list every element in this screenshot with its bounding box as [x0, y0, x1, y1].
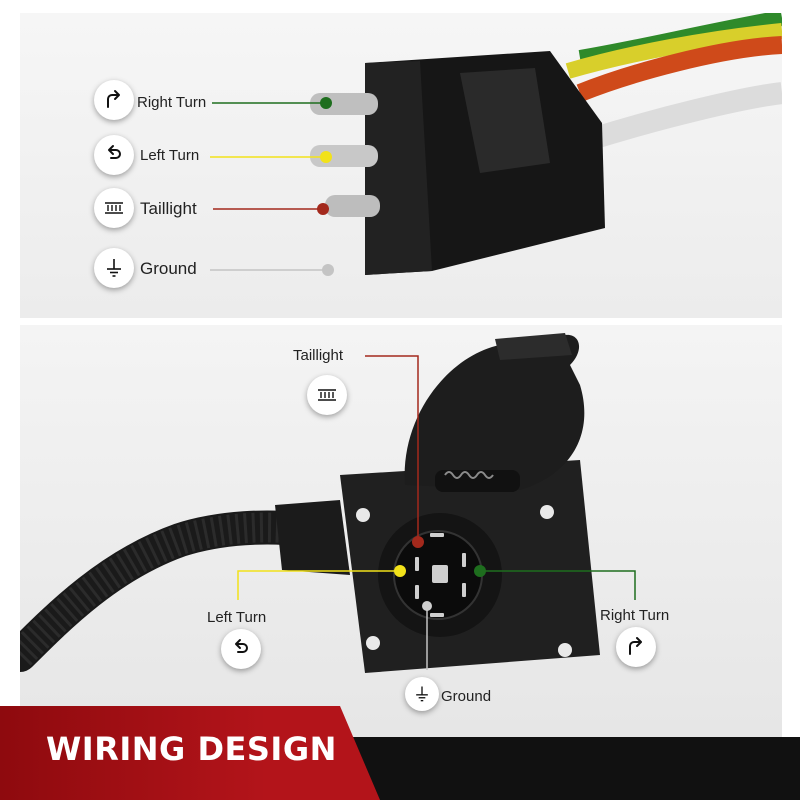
left-turn-leader — [237, 570, 397, 600]
taillight-label: Taillight — [293, 347, 344, 364]
ground-label: Ground — [140, 259, 197, 278]
corrugated-cable — [20, 510, 322, 672]
ground-icon — [94, 248, 134, 288]
left-turn-dot — [320, 151, 332, 163]
connector-grip — [460, 68, 550, 173]
cable-boot — [275, 500, 350, 575]
mounting-hole — [540, 505, 554, 519]
ground-icon — [405, 677, 439, 711]
ground-dot — [322, 264, 334, 276]
cable-ribs — [20, 512, 308, 666]
seven-way-connector-panel: Taillight Left Turn Right Turn Ground — [20, 325, 782, 737]
left-turn-arrow-icon — [221, 629, 261, 669]
ground-label: Ground — [441, 688, 492, 705]
four-flat-connector-panel: Right Turn Left Turn Taillight Ground — [20, 13, 782, 318]
socket-lid — [404, 334, 585, 490]
taillight-icon — [94, 188, 134, 228]
yellow-wire — [565, 23, 782, 79]
lid-hinge — [435, 470, 520, 492]
left-turn-dot — [394, 565, 406, 577]
right-turn-arrow-icon — [94, 80, 134, 120]
left-turn-arrow-icon — [94, 135, 134, 175]
taillight-label: Taillight — [140, 199, 197, 218]
right-turn-label: Right Turn — [137, 94, 207, 111]
connector-face — [365, 61, 432, 275]
taillight-leader — [365, 355, 419, 542]
taillight-icon — [307, 375, 347, 415]
right-turn-arrow-icon — [616, 627, 656, 667]
taillight-dot — [317, 203, 329, 215]
right-turn-leader — [480, 570, 636, 600]
footer-red-banner — [0, 706, 380, 800]
brown-wire — [576, 36, 782, 102]
ground-dot — [422, 601, 432, 611]
socket-pins — [415, 533, 466, 617]
left-turn-label: Left Turn — [207, 609, 267, 626]
mounting-hole — [366, 636, 380, 650]
white-wire — [591, 82, 782, 149]
mounting-hole — [558, 643, 572, 657]
four-flat-connector-illustration — [210, 13, 782, 276]
lid-tab — [495, 333, 572, 360]
left-turn-label: Left Turn — [140, 147, 200, 164]
right-turn-dot — [474, 565, 486, 577]
right-turn-label: Right Turn — [600, 607, 670, 624]
taillight-dot — [412, 536, 424, 548]
hinge-spring — [444, 471, 494, 479]
seven-way-connector-illustration — [20, 333, 636, 673]
right-turn-dot — [320, 97, 332, 109]
mounting-hole — [356, 508, 370, 522]
footer-title: WIRING DESIGN — [46, 730, 337, 768]
